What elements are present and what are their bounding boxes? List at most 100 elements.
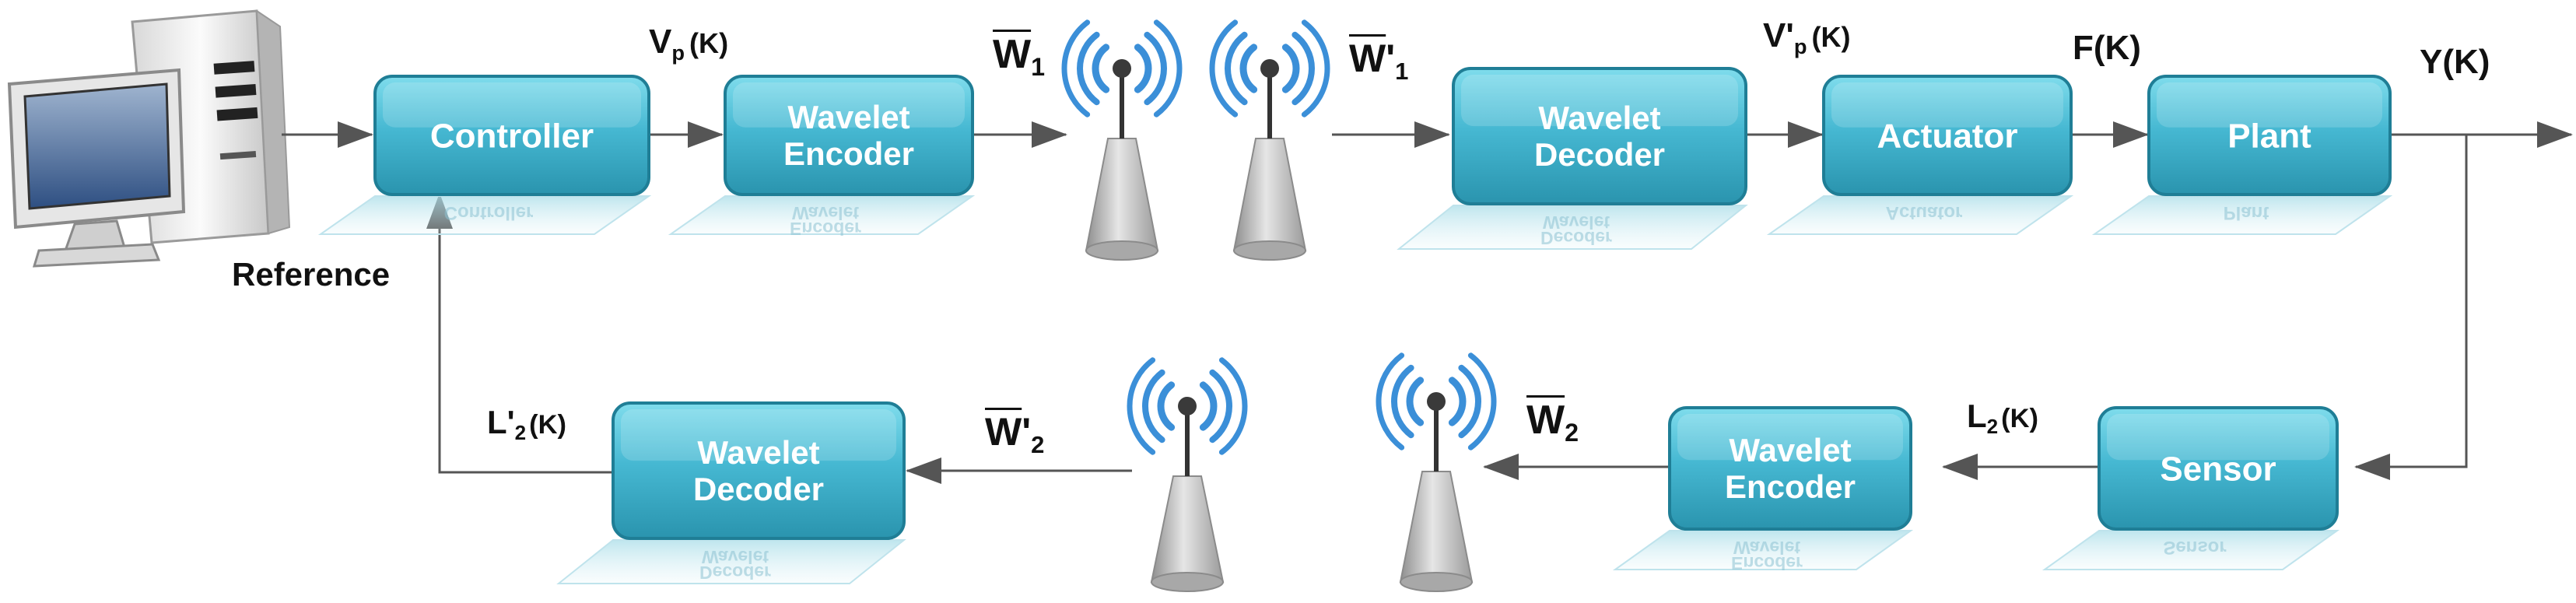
wavelet-decoder-top-block-reflection-text: Wavelet [1543,212,1610,233]
vp-sub: p [671,40,685,65]
wavelet-encoder-bottom-block-label-line: Encoder [1725,468,1856,505]
actuator-block-label-line: Actuator [1877,117,2018,155]
l2p-main: L [487,404,507,440]
wavelet-decoder-top-block-label-line: Decoder [1534,136,1665,173]
wavelet-encoder-bottom-block-gloss [1677,414,1903,461]
signal-w2-label: W2 [1526,398,1579,445]
vpp-main: V [1763,16,1786,54]
l2p-prime: ' [506,404,515,440]
w1p-sub: 1 [1395,57,1409,85]
wavelet-encoder-top-block-reflection [668,195,976,235]
wavelet-encoder-top-block-gloss [733,82,965,128]
l2-main: L [1967,398,1987,434]
antenna-icon-rx-top [1209,19,1330,261]
w2p-prime: ' [1022,410,1032,454]
wavelet-encoder-top-block-body [724,75,974,196]
signal-l2-label: L2(K) [1967,398,2038,437]
signal-vpp-label: V'p(K) [1763,16,1851,57]
arrow-decoder-to-reference [426,193,613,474]
connectors [282,121,2573,484]
antenna-icon-rx-bottom [1127,357,1248,592]
wavelet-encoder-top-block-reflection-text: Encoder [790,219,861,239]
wavelet-encoder-top-block-label-line: Wavelet [787,99,909,135]
wavelet-encoder-bottom-block-reflection-text: Wavelet [1733,538,1800,558]
wavelet-decoder-bottom-block-label-line: Decoder [693,471,824,507]
reference-label: Reference [232,256,391,293]
actuator-block-gloss [1831,82,2063,128]
signal-l2p-label: L'2(K) [487,404,566,443]
plant-block-gloss [2157,82,2382,128]
wavelet-decoder-top-block-body [1452,67,1747,205]
wavelet-encoder-bottom-block-reflection [1612,530,1914,570]
wavelet-decoder-bottom-block-reflection-text: Decoder [699,563,771,583]
blocks: ControllerControllerWaveletEncoderWavele… [317,67,2393,584]
computer-icon [7,9,291,268]
l2p-arg: (K) [529,410,566,440]
signal-y-label: Y(K) [2420,43,2490,81]
l2-sub: 2 [1986,415,1999,439]
vpp-prime: ' [1786,16,1794,54]
plant-block-label-line: Plant [2227,117,2311,155]
wavelet-encoder-bottom-block-reflection-text: Encoder [1731,553,1803,573]
wavelet-decoder-top-block-gloss [1461,75,1738,127]
signal-f-label: F(K) [2073,29,2141,67]
w2-main: W [1526,398,1565,443]
signal-w1-label: W1 [993,32,1045,79]
wavelet-decoder-bottom-block-reflection-text: Wavelet [702,547,769,567]
w1p-prime: ' [1386,37,1396,80]
arrow-output-to-sensor [2354,135,2468,480]
antenna-icon-tx-bottom [1376,352,1497,592]
vpp-sub: p [1793,33,1807,58]
sensor-block-label-line: Sensor [2160,450,2276,488]
plant-block-body [2147,75,2392,196]
wavelet-decoder-bottom-block-label-line: Wavelet [697,434,819,471]
w1-sub: 1 [1031,53,1046,82]
wavelet-decoder-top-block-label-line: Wavelet [1538,100,1660,136]
sensor-block-body [2098,406,2339,531]
antenna-icon-tx-top [1061,19,1183,261]
wavelet-encoder-bottom-block-body [1668,406,1912,531]
controller-block-gloss [383,82,641,128]
wavelet-encoder-top-block-reflection-text: Wavelet [792,203,859,223]
vp-main: V [649,23,672,61]
w2p-sub: 2 [1031,430,1045,458]
signal-w2p-label: W'2 [985,410,1044,457]
l2p-sub: 2 [514,421,527,445]
controller-block-label-line: Controller [430,117,594,155]
wavelet-decoder-bottom-block-body [612,401,906,540]
l2-arg: (K) [2001,404,2038,433]
controller-block-body [373,75,650,196]
w2p-main: W [985,410,1022,454]
signal-w1p-label: W'1 [1349,37,1408,83]
wavelet-encoder-bottom-block-label-line: Wavelet [1729,432,1851,468]
sensor-block-reflection-text: Sensor [2163,537,2226,558]
actuator-block-body [1822,75,2073,196]
plant-block-reflection-text: Plant [2224,202,2269,223]
wavelet-decoder-bottom-block-reflection [556,539,906,584]
antennas [1061,19,1497,592]
vp-arg: (K) [689,27,729,59]
w1-main: W [993,32,1032,77]
signal-vp-label: Vp(K) [649,23,729,63]
wavelet-decoder-top-block-reflection-text: Decoder [1540,228,1612,248]
wavelet-encoder-top-block-label-line: Encoder [783,135,914,172]
sensor-block-gloss [2107,414,2329,461]
vpp-arg: (K) [1811,21,1851,53]
controller-block-reflection [317,195,652,235]
actuator-block-reflection-text: Actuator [1886,202,1963,223]
plant-block-reflection [2091,195,2393,235]
w2-sub: 2 [1565,419,1579,447]
controller-block-reflection-text: Controller [444,202,534,223]
sensor-block-reflection [2042,530,2340,570]
w1p-main: W [1349,37,1386,80]
